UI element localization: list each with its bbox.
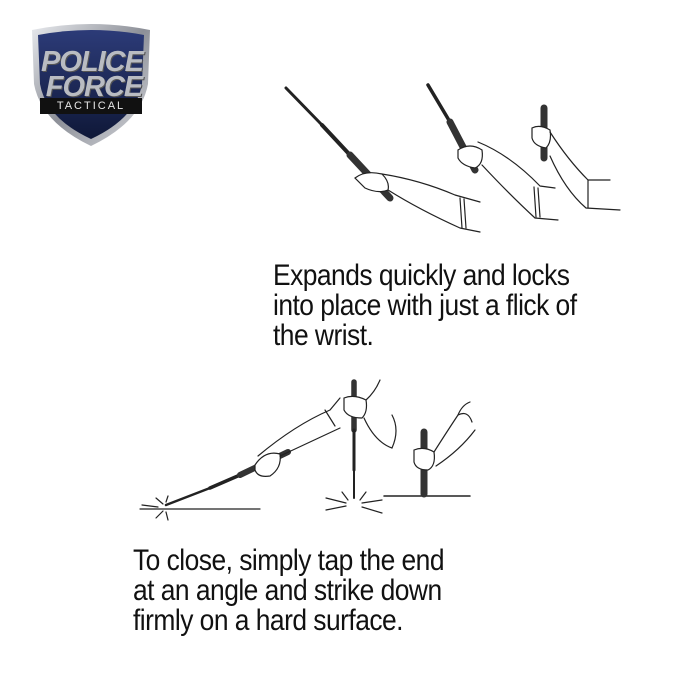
arm-extended-baton-icon — [284, 86, 481, 233]
step2-caption-line: firmly on a hard surface. — [133, 604, 404, 637]
arm-collapsed-on-surface-icon — [383, 401, 476, 498]
arm-tapping-baton-icon — [139, 397, 341, 521]
step2-caption-line: at an angle and strike down — [133, 574, 442, 607]
step1-caption-line: the wrist. — [273, 319, 374, 352]
step1-caption: Expands quickly and locks into place wit… — [273, 261, 577, 351]
step1-caption-line: Expands quickly and locks — [273, 259, 570, 292]
logo-line-force: FORCE — [45, 71, 144, 103]
logo-line-police: POLICE — [41, 46, 144, 78]
step2-illustration — [130, 370, 490, 530]
logo-line-tactical: TACTICAL — [56, 100, 126, 112]
step1-caption-line: into place with just a flick of — [273, 289, 577, 322]
shield-icon — [32, 24, 150, 146]
arm-collapsed-baton-icon — [531, 104, 621, 211]
arm-half-baton-icon — [426, 83, 559, 221]
arm-striking-baton-icon — [325, 379, 397, 514]
step1-illustration — [270, 70, 630, 250]
step2-caption: To close, simply tap the end at an angle… — [133, 544, 445, 637]
police-force-tactical-logo: POLICE FORCE TACTICAL — [26, 22, 156, 148]
step2-caption-line: To close, simply tap the end — [133, 544, 445, 577]
